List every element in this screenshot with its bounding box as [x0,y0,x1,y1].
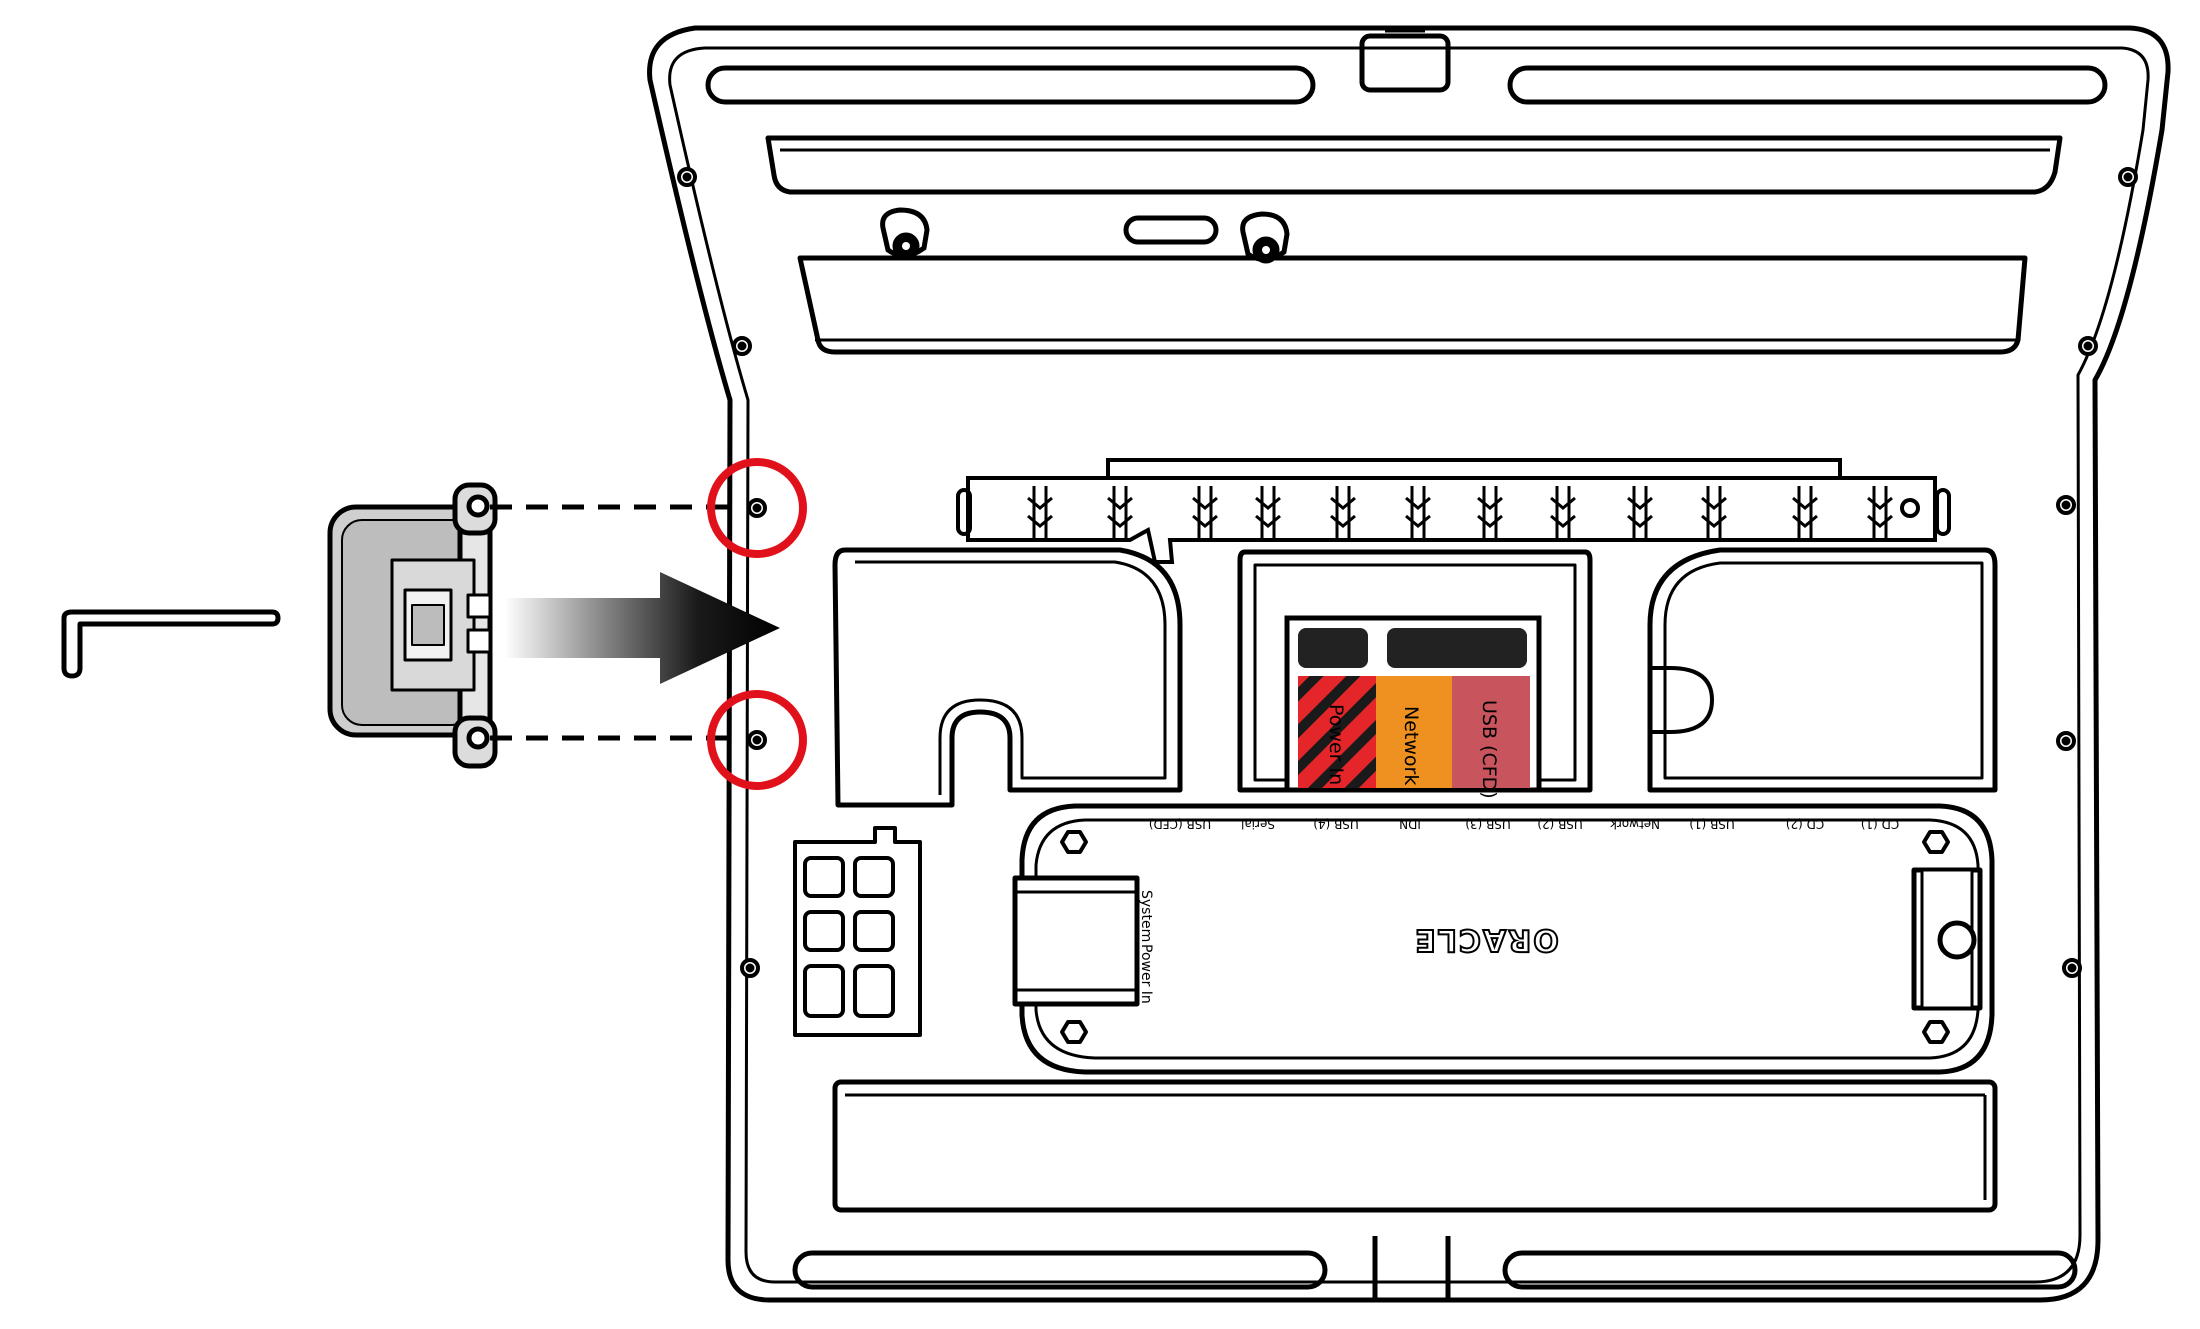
tray-right-notch [1650,666,1714,734]
comb-tooth [1792,486,1818,540]
comb-tooth [1701,486,1727,540]
target-hole-bottom [747,730,767,750]
comb-hole [1900,498,1920,518]
system-power-label-line1: System [1138,890,1154,942]
tray-center-inner [1253,563,1577,782]
controller-module [1012,803,1995,1075]
comb-tooth [1330,486,1356,540]
comb-tooth [1477,486,1503,540]
comb-tooth [1550,486,1576,540]
comb-tooth [1027,486,1053,540]
tray-left [832,547,1183,808]
usb-cfd-label: USB (CFD) [1478,700,1500,799]
comb-top-rail [1106,458,1842,480]
recess-bar-2 [797,255,2028,355]
connector-block: Power In Network USB (CFD) [1284,615,1542,799]
thumb-screws [880,207,1290,264]
network-label-bg [1376,676,1452,788]
slot-bottom-left [792,1250,1328,1290]
bottom-recess [832,1079,1998,1213]
tray-right [1647,547,1998,793]
controller-body [1019,803,1995,1075]
system-power-label-line2: Power In [1138,944,1154,1004]
connector-plug-1 [1298,628,1368,668]
terminal-block [793,826,922,1037]
tray-center [1237,549,1593,793]
hex-key-icon [61,609,281,679]
tray-right-inner [1663,561,1984,780]
power-in-label-bg [1298,676,1376,788]
controller-inner [1034,818,1980,1060]
fastener-holes [677,167,2138,978]
top-slots [705,27,2108,1300]
bracket-tab-bottom [452,715,498,769]
comb-teeth [1027,486,1893,540]
comb-end-left [956,488,972,536]
highlight-circle-top [707,458,807,558]
comb-end-right [1935,488,1951,536]
system-power-port [1012,875,1140,1007]
upper-recess [765,135,2063,355]
thumb-screw-right [1240,211,1290,264]
arrow-right-icon [505,572,780,684]
terminal-base [647,25,2171,1303]
recess-bar-1 [765,135,2063,195]
power-in-label: Power In [1325,704,1347,785]
tray-left-inner [855,560,1167,795]
usb-cfd-label-bg [1452,676,1530,788]
base-inner-edge [668,46,2150,1284]
connector-plug-2 [1387,628,1527,668]
slot-top-left [705,65,1316,105]
slot-bottom-right [1502,1250,2078,1290]
comb-tooth [1627,486,1653,540]
highlight-circle-bottom [707,690,807,790]
target-hole-top [747,498,767,518]
cable-comb [956,458,1951,564]
slot-top-right [1507,65,2108,105]
comb-tooth [1867,486,1893,540]
cable-trays [832,547,1998,808]
network-label: Network [1400,706,1422,785]
highlight-circles [707,458,807,790]
comb-tooth [1107,486,1133,540]
mounting-bracket [327,482,498,769]
thumb-screw-left [880,207,930,260]
comb-tooth [1405,486,1431,540]
latch-knob [1937,920,1977,960]
alignment-lines [490,504,742,741]
comb-tooth [1192,486,1218,540]
bottom-tab [1372,1236,1451,1300]
oracle-logo: ORACLE [1413,922,1558,957]
bracket-tab-top [452,482,498,536]
comb-tooth [1255,486,1281,540]
base-outline [647,25,2171,1303]
center-slot [1123,215,1219,245]
controller-bolts [1060,830,1950,1044]
top-tab [1359,33,1451,93]
